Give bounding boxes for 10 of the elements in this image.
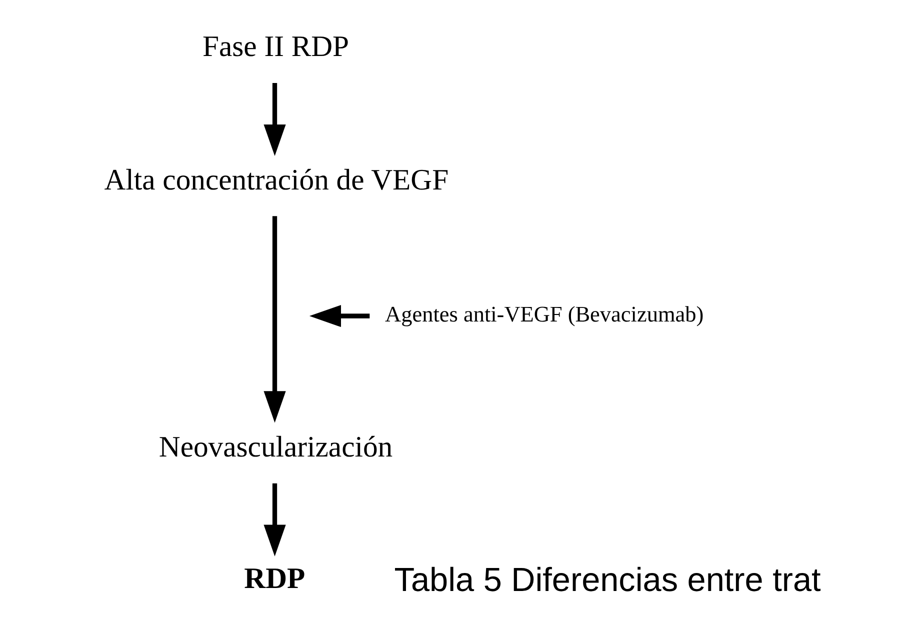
node-text: Neovascularización <box>158 431 392 464</box>
arrow <box>308 304 370 328</box>
node-text: Fase II RDP <box>202 31 349 64</box>
node-text: RDP <box>244 563 305 596</box>
node-text: Agentes anti-VEGF (Bevacizumab) <box>384 302 704 327</box>
label: Tabla 5 Diferencias entre trat <box>394 562 820 600</box>
arrow <box>263 483 286 556</box>
arrow <box>263 216 286 423</box>
arrow <box>263 83 286 156</box>
node-text: Alta concentración de VEGF <box>104 164 448 197</box>
